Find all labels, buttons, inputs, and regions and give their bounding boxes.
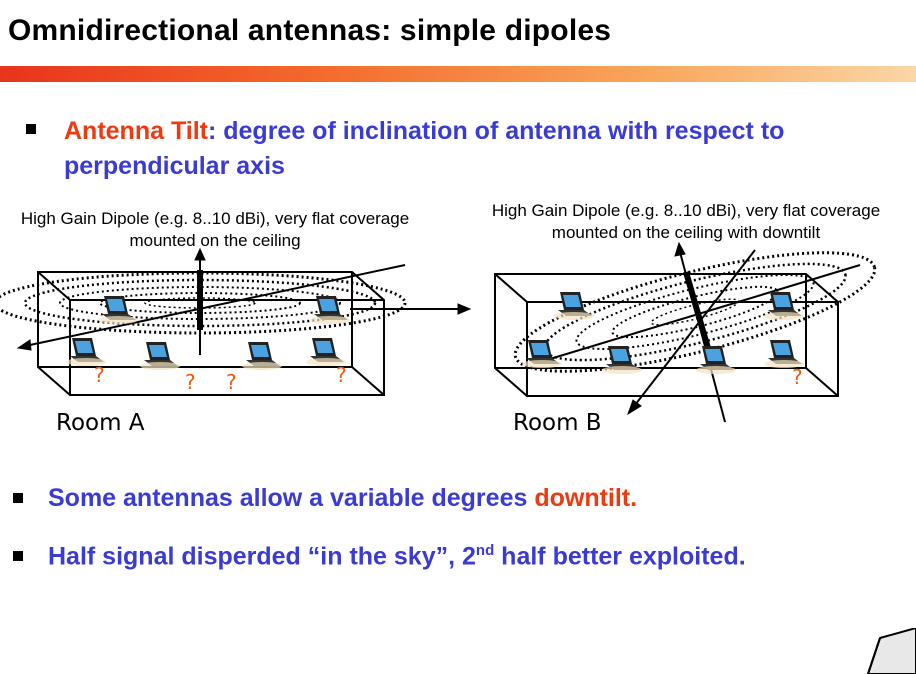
page-title: Omnidirectional antennas: simple dipoles [8, 14, 612, 47]
question-mark: ? [94, 363, 105, 387]
tilt-definition: : degree of inclination of antenna with … [64, 117, 785, 180]
room-b-caption-line2: mounted on the ceiling with downtilt [551, 223, 821, 242]
room-b-caption-line1: High Gain Dipole (e.g. 8..10 dBi), very … [491, 201, 881, 220]
room-a-box [37, 271, 385, 396]
page-corner-decoration [866, 628, 916, 674]
room-a-caption-line2: mounted on the ceiling [129, 231, 301, 250]
bullet-downtilt: Some antennas allow a variable degrees d… [48, 484, 637, 513]
bullet-marker [13, 551, 23, 561]
bullet-marker [13, 493, 23, 503]
downtilt-highlight: downtilt. [534, 484, 638, 512]
question-mark: ? [336, 363, 347, 387]
half-signal-sup: nd [475, 542, 495, 559]
tilt-term: Antenna Tilt [64, 117, 208, 145]
question-mark: ? [226, 370, 237, 394]
bullet-half-signal: Half signal disperded “in the sky”, 2nd … [48, 542, 746, 571]
room-a-label: Room A [56, 410, 145, 436]
bullet-marker [26, 124, 36, 134]
room-b-label: Room B [513, 410, 602, 436]
room-a-caption: High Gain Dipole (e.g. 8..10 dBi), very … [0, 208, 430, 252]
question-mark: ? [185, 370, 196, 394]
room-a-dipole [16, 247, 472, 355]
downtilt-text: Some antennas allow a variable degrees [48, 484, 535, 512]
half-signal-text-end: half better exploited. [494, 542, 746, 571]
room-b-question-marks: ? [792, 365, 803, 389]
half-signal-text: Half signal disperded “in the sky”, 2 [48, 542, 476, 571]
bullet-antenna-tilt: Antenna Tilt: degree of inclination of a… [64, 114, 884, 184]
room-a-caption-line1: High Gain Dipole (e.g. 8..10 dBi), very … [20, 209, 410, 228]
question-mark: ? [792, 365, 803, 389]
title-gradient-bar [0, 66, 916, 82]
room-b-caption: High Gain Dipole (e.g. 8..10 dBi), very … [466, 200, 906, 244]
room-a-question-marks: ? ? ? ? [94, 363, 347, 394]
